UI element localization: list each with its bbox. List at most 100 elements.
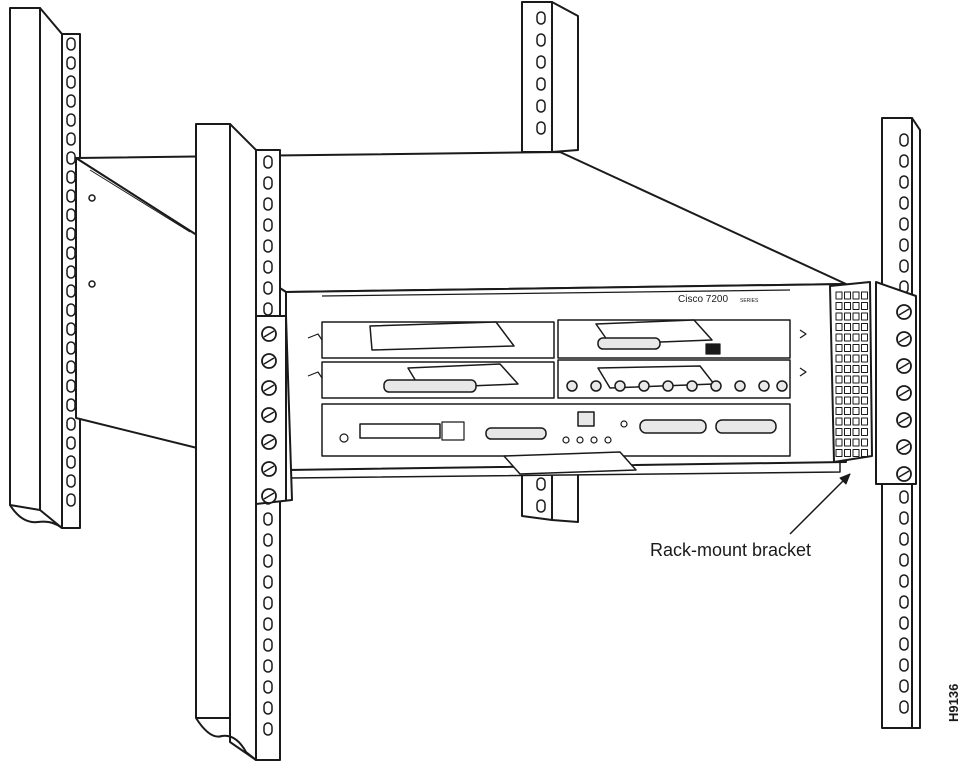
rack-hole bbox=[263, 218, 273, 232]
rack-hole bbox=[66, 493, 76, 507]
rack-hole bbox=[263, 512, 273, 526]
port-knob bbox=[590, 380, 602, 392]
rack-hole bbox=[66, 455, 76, 469]
grille-cell bbox=[861, 333, 868, 342]
rack-hole bbox=[536, 99, 546, 113]
grille-cell bbox=[852, 428, 860, 436]
grille-cell bbox=[861, 407, 868, 415]
rack-post-holes bbox=[536, 11, 546, 513]
rack-mount-bracket-right bbox=[875, 281, 917, 485]
rack-hole bbox=[66, 189, 76, 203]
chassis-series-label: SERIES bbox=[740, 298, 759, 304]
rack-hole bbox=[66, 341, 76, 355]
rack-hole bbox=[536, 11, 546, 25]
callout-leader bbox=[789, 473, 851, 535]
grille-cell bbox=[835, 365, 843, 373]
grille-cell bbox=[835, 438, 843, 447]
rack-hole bbox=[66, 265, 76, 279]
rack-hole bbox=[66, 436, 76, 450]
rack-hole bbox=[899, 637, 909, 651]
grille-cell bbox=[835, 344, 843, 352]
rack-hole bbox=[263, 617, 273, 631]
rack-hole bbox=[66, 398, 76, 412]
rack-hole bbox=[536, 477, 546, 491]
rack-hole bbox=[263, 197, 273, 211]
grille-cell bbox=[852, 302, 860, 310]
rack-hole bbox=[66, 170, 76, 184]
grille-cell bbox=[861, 375, 868, 384]
grille-cell bbox=[844, 417, 851, 426]
rack-hole bbox=[66, 75, 76, 89]
grille-cell bbox=[844, 449, 851, 457]
rack-hole bbox=[66, 151, 76, 165]
rack-post-front-left bbox=[195, 123, 281, 761]
rack-hole bbox=[536, 77, 546, 91]
rack-hole bbox=[899, 658, 909, 672]
grille-cell bbox=[835, 428, 843, 436]
grille-cell bbox=[835, 291, 843, 300]
port-knob bbox=[638, 380, 650, 392]
grille-cell bbox=[861, 428, 868, 436]
grille-cell bbox=[835, 386, 843, 394]
rack-hole bbox=[263, 638, 273, 652]
grille-cell bbox=[835, 449, 843, 457]
grille-cell bbox=[861, 365, 868, 373]
grille-cell bbox=[861, 396, 868, 405]
grille-cell bbox=[852, 386, 860, 394]
rack-hole bbox=[263, 281, 273, 295]
rack-hole bbox=[536, 33, 546, 47]
grille-cell bbox=[861, 344, 868, 352]
bracket-screws bbox=[896, 304, 912, 482]
grille-cell bbox=[852, 365, 860, 373]
rack-hole bbox=[536, 499, 546, 513]
rack-hole bbox=[899, 133, 909, 147]
rack-hole bbox=[66, 322, 76, 336]
grille-cell bbox=[844, 396, 851, 405]
grille-cell bbox=[861, 438, 868, 447]
grille-cell bbox=[844, 428, 851, 436]
grille-cell bbox=[852, 291, 860, 300]
rack-hole bbox=[66, 379, 76, 393]
grille-cell bbox=[835, 396, 843, 405]
rack-hole bbox=[66, 56, 76, 70]
grille-cell bbox=[844, 407, 851, 415]
grille-cell bbox=[835, 407, 843, 415]
grille-cell bbox=[852, 333, 860, 342]
port-knob bbox=[686, 380, 698, 392]
rack-hole bbox=[263, 260, 273, 274]
grille-cell bbox=[844, 312, 851, 321]
grille-cell bbox=[844, 438, 851, 447]
rack-hole bbox=[263, 554, 273, 568]
grille-cell bbox=[835, 302, 843, 310]
rack-hole bbox=[899, 553, 909, 567]
grille-cell bbox=[844, 365, 851, 373]
grille-cell bbox=[852, 312, 860, 321]
rack-hole bbox=[899, 238, 909, 252]
rack-hole bbox=[536, 55, 546, 69]
rack-hole bbox=[899, 616, 909, 630]
grille-cell bbox=[835, 375, 843, 384]
port-knob bbox=[710, 380, 722, 392]
rack-hole bbox=[899, 217, 909, 231]
grille-cell bbox=[861, 449, 868, 457]
rack-hole bbox=[263, 722, 273, 736]
rack-hole bbox=[899, 259, 909, 273]
grille-cell bbox=[861, 354, 868, 363]
rack-post-back-left bbox=[9, 7, 81, 529]
rack-hole bbox=[66, 284, 76, 298]
rack-hole bbox=[263, 302, 273, 316]
grille-cell bbox=[835, 417, 843, 426]
rack-hole bbox=[263, 155, 273, 169]
grille-cell bbox=[852, 354, 860, 363]
rack-hole bbox=[263, 596, 273, 610]
grille-cell bbox=[852, 375, 860, 384]
port-knob bbox=[758, 380, 770, 392]
grille-cell bbox=[852, 449, 860, 457]
port-knob bbox=[566, 380, 578, 392]
figure-id: H9136 bbox=[946, 684, 961, 722]
grille-cell bbox=[844, 291, 851, 300]
grille-cell bbox=[852, 344, 860, 352]
callout-label: Rack-mount bracket bbox=[650, 540, 811, 560]
rack-hole bbox=[263, 533, 273, 547]
